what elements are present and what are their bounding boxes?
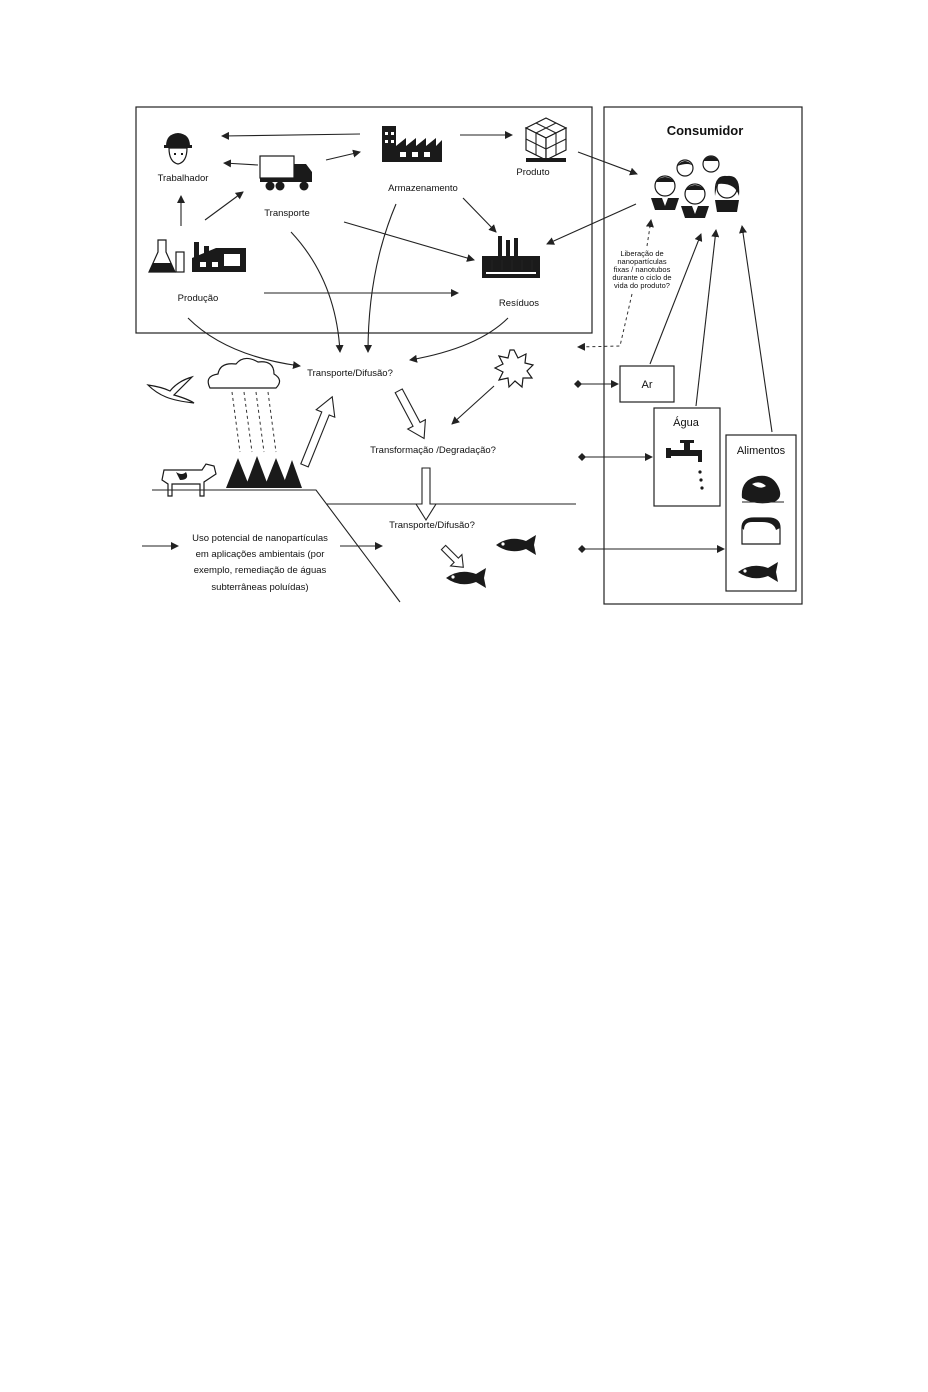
waste-factory-icon <box>482 236 540 278</box>
production-chain-frame <box>135 106 593 334</box>
factory-icon <box>382 126 442 162</box>
arrow-food-consumer <box>739 225 773 433</box>
arrow-product-consumer <box>577 151 638 176</box>
cloud-icon <box>207 357 281 389</box>
release-note-line: durante o ciclo de <box>612 273 671 282</box>
water-box <box>653 407 721 507</box>
arrow-release-up <box>645 219 654 247</box>
curve-storage-diffusion <box>364 203 397 353</box>
consumer-frame <box>603 106 803 605</box>
truck-icon <box>259 155 312 191</box>
bird-icon <box>146 375 195 404</box>
environmental-use-line: subterrâneas poluídas) <box>211 582 308 593</box>
consumers-group-icon <box>651 155 740 218</box>
trees-icon <box>226 456 302 488</box>
food-box <box>725 434 797 592</box>
environmental-use-line: em aplicações ambientais (por <box>196 549 325 560</box>
curve-production-diffusion <box>187 317 301 370</box>
curve-waste-diffusion <box>409 317 509 363</box>
arrow-transport-waste <box>343 221 475 262</box>
arrow-transport-worker <box>223 159 259 168</box>
release-note-line: vida do produto? <box>614 281 670 290</box>
release-note-line: Liberação de <box>620 249 663 258</box>
food-label: Alimentos <box>737 445 786 457</box>
air-box <box>619 365 675 403</box>
curve-transport-diffusion <box>290 231 344 353</box>
label-transport-diffusion-1: Transporte/Difusão? <box>307 368 393 379</box>
arrow-release-environment <box>577 293 633 351</box>
fish-icon <box>738 562 778 582</box>
label-transport-diffusion-2: Transporte/Difusão? <box>389 520 475 531</box>
hollow-arrow-diagonal <box>394 388 427 440</box>
fish-icon <box>446 568 486 588</box>
label-product: Produto <box>516 167 549 178</box>
arrow-water-consumer <box>695 229 720 407</box>
sun-icon <box>493 349 535 389</box>
hollow-arrow-up <box>300 395 336 468</box>
environmental-use-note: Uso potencial de nanopartículas em aplic… <box>192 533 328 593</box>
arrow-storage-worker <box>221 131 361 140</box>
fish-icon <box>496 535 536 555</box>
hollow-arrow-down <box>415 467 437 522</box>
rain-lines <box>231 391 277 453</box>
consumer-title: Consumidor <box>667 123 744 138</box>
release-note-line: nanopartículas <box>617 257 666 266</box>
arrow-sun-transformation <box>451 385 495 425</box>
water-label: Água <box>673 416 700 429</box>
release-note: Liberação de nanopartículas fixas / nano… <box>612 249 671 290</box>
food-icon <box>741 475 784 504</box>
air-label: Ar <box>642 379 653 391</box>
environmental-use-line: Uso potencial de nanopartículas <box>192 533 328 544</box>
faucet-icon <box>666 440 704 490</box>
label-transport: Transporte <box>264 208 310 219</box>
arrow-storage-waste <box>462 197 497 233</box>
environmental-use-line: exemplo, remediação de águas <box>194 565 327 576</box>
worker-helmet-icon <box>164 133 192 165</box>
factory-icon <box>192 242 246 272</box>
label-storage: Armazenamento <box>388 183 458 194</box>
lab-flask-icon <box>148 239 185 273</box>
ground-line <box>152 489 401 603</box>
bread-icon <box>741 517 781 545</box>
arrow-consumer-waste <box>546 203 637 245</box>
label-waste: Resíduos <box>499 298 539 309</box>
hollow-arrow-fish <box>440 544 464 568</box>
label-production: Produção <box>178 293 219 304</box>
label-worker: Trabalhador <box>158 173 209 184</box>
arrow-transport-storage <box>325 149 361 161</box>
release-note-line: fixas / nanotubos <box>614 265 671 274</box>
boxes-icon <box>524 117 568 162</box>
arrow-production-transport <box>204 191 244 221</box>
arrow-air-consumer <box>649 233 703 365</box>
cow-icon <box>161 463 217 497</box>
label-transformation: Transformação /Degradação? <box>370 445 496 456</box>
